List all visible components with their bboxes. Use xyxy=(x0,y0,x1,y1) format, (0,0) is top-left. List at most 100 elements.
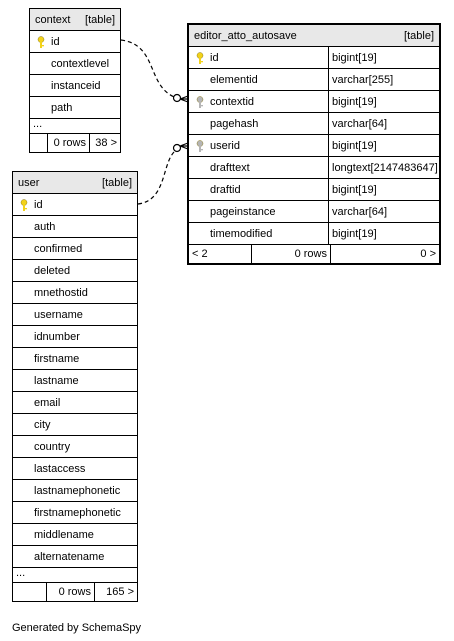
table-name: context xyxy=(35,13,71,26)
column-row-id[interactable]: id bigint[19] xyxy=(189,47,439,69)
foreign-key-icon xyxy=(193,139,207,153)
footer-children: 165 > xyxy=(94,583,137,601)
table-header: editor_atto_autosave [table] xyxy=(189,25,439,47)
table-name: editor_atto_autosave xyxy=(194,29,297,42)
column-row-deleted[interactable]: deleted xyxy=(13,260,137,282)
generated-by-credit: Generated by SchemaSpy xyxy=(12,622,142,634)
table-footer: < 2 0 rows 0 > xyxy=(189,245,439,263)
column-row-pageinstance[interactable]: pageinstance varchar[64] xyxy=(189,201,439,223)
column-name: timemodified xyxy=(210,227,273,240)
column-name: id xyxy=(210,51,219,64)
column-name: instanceid xyxy=(51,79,101,92)
column-name: username xyxy=(34,308,83,321)
column-type: bigint[19] xyxy=(328,47,439,68)
column-row-id[interactable]: id xyxy=(30,31,120,53)
column-type: bigint[19] xyxy=(328,179,439,200)
footer-row-count: 0 rows xyxy=(47,134,89,152)
link-end-circle-userid xyxy=(172,143,182,153)
footer-parents: < 2 xyxy=(192,248,208,260)
column-name: contextid xyxy=(210,95,255,108)
column-name: middlename xyxy=(34,528,94,541)
column-row-drafttext[interactable]: drafttext longtext[2147483647] xyxy=(189,157,439,179)
column-name: id xyxy=(34,198,43,211)
column-row-alternatename[interactable]: alternatename xyxy=(13,546,137,568)
column-type: bigint[19] xyxy=(328,91,439,112)
column-type: bigint[19] xyxy=(328,223,439,244)
column-type: varchar[64] xyxy=(328,113,439,134)
column-row-contextid[interactable]: contextid bigint[19] xyxy=(189,91,439,113)
column-name: id xyxy=(51,35,60,48)
column-row-instanceid[interactable]: instanceid xyxy=(30,75,120,97)
footer-children: 0 > xyxy=(330,245,439,263)
column-name: path xyxy=(51,101,73,114)
column-name: lastname xyxy=(34,374,79,387)
column-name: lastaccess xyxy=(34,462,86,475)
column-name: firstname xyxy=(34,352,80,365)
column-row-city[interactable]: city xyxy=(13,414,137,436)
link-crowfoot-contextid xyxy=(179,95,189,103)
table-name: user xyxy=(18,176,40,189)
column-row-auth[interactable]: auth xyxy=(13,216,137,238)
more-columns-ellipsis: ... xyxy=(30,119,120,134)
column-row-pagehash[interactable]: pagehash varchar[64] xyxy=(189,113,439,135)
column-row-firstnamephonetic[interactable]: firstnamephonetic xyxy=(13,502,137,524)
column-row-id[interactable]: id xyxy=(13,194,137,216)
column-name: userid xyxy=(210,139,240,152)
column-row-timemodified[interactable]: timemodified bigint[19] xyxy=(189,223,439,245)
link-end-circle-contextid xyxy=(172,93,182,103)
column-type: varchar[64] xyxy=(328,201,439,222)
table-editor-atto-autosave[interactable]: editor_atto_autosave [table] id bigint[19… xyxy=(187,23,441,265)
footer-parents xyxy=(30,134,47,152)
link-context-id-to-contextid xyxy=(120,39,181,100)
column-type: longtext[2147483647] xyxy=(328,157,439,178)
more-columns-ellipsis: ... xyxy=(13,568,137,583)
column-row-middlename[interactable]: middlename xyxy=(13,524,137,546)
table-user[interactable]: user [table] id auth confirmed deleted mneth… xyxy=(12,171,138,602)
table-tag: [table] xyxy=(102,176,132,189)
column-row-lastname[interactable]: lastname xyxy=(13,370,137,392)
column-name: alternatename xyxy=(34,550,105,563)
column-row-contextlevel[interactable]: contextlevel xyxy=(30,53,120,75)
table-header: context [table] xyxy=(30,9,120,31)
column-name: firstnamephonetic xyxy=(34,506,121,519)
column-row-country[interactable]: country xyxy=(13,436,137,458)
column-row-lastnamephonetic[interactable]: lastnamephonetic xyxy=(13,480,137,502)
column-name: auth xyxy=(34,220,56,233)
link-crowfoot-userid xyxy=(179,142,189,150)
column-row-username[interactable]: username xyxy=(13,304,137,326)
table-tag: [table] xyxy=(404,29,434,42)
table-context[interactable]: context [table] id contextlevel instanceid… xyxy=(29,8,121,153)
column-name: city xyxy=(34,418,51,431)
column-row-mnethostid[interactable]: mnethostid xyxy=(13,282,137,304)
column-name: draftid xyxy=(210,183,241,196)
table-tag: [table] xyxy=(85,13,115,26)
column-name: idnumber xyxy=(34,330,80,343)
footer-row-count: 0 rows xyxy=(46,583,94,601)
footer-parents xyxy=(13,583,46,601)
column-name: contextlevel xyxy=(51,57,110,70)
table-footer: 0 rows 38 > xyxy=(30,134,120,152)
column-row-path[interactable]: path xyxy=(30,97,120,119)
column-row-firstname[interactable]: firstname xyxy=(13,348,137,370)
column-name: email xyxy=(34,396,61,409)
column-row-lastaccess[interactable]: lastaccess xyxy=(13,458,137,480)
column-name: lastnamephonetic xyxy=(34,484,121,497)
footer-children: 38 > xyxy=(89,134,120,152)
column-name: deleted xyxy=(34,264,71,277)
column-name: mnethostid xyxy=(34,286,88,299)
column-row-idnumber[interactable]: idnumber xyxy=(13,326,137,348)
column-name: elementid xyxy=(210,73,258,86)
primary-key-icon xyxy=(17,198,31,212)
primary-key-icon xyxy=(193,51,207,65)
column-name: pagehash xyxy=(210,117,259,130)
column-row-confirmed[interactable]: confirmed xyxy=(13,238,137,260)
column-row-email[interactable]: email xyxy=(13,392,137,414)
column-name: pageinstance xyxy=(210,205,276,218)
foreign-key-icon xyxy=(193,95,207,109)
table-header: user [table] xyxy=(13,172,137,194)
column-name: drafttext xyxy=(210,161,250,174)
column-row-draftid[interactable]: draftid bigint[19] xyxy=(189,179,439,201)
